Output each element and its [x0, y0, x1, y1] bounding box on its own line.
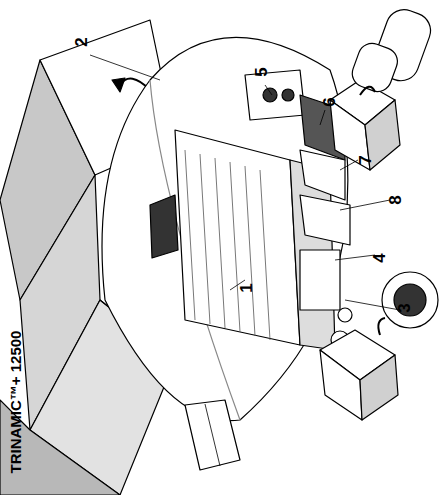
unit-ribs: [185, 150, 270, 340]
panel: [300, 250, 340, 310]
part-carton: [360, 355, 398, 420]
callout-number: 1: [237, 278, 257, 298]
intake-grille: [150, 195, 178, 258]
unit-body: [175, 130, 300, 345]
hose-part: [348, 39, 401, 95]
callout-number: 5: [252, 62, 272, 82]
callout-number: 7: [356, 150, 376, 170]
callout-number: 8: [386, 190, 406, 210]
filter-part: [382, 272, 438, 328]
arrow-head: [112, 78, 125, 92]
part-carton: [320, 350, 362, 420]
accessory-box: [300, 150, 345, 200]
accessory-box: [245, 70, 305, 120]
accessory-box: [300, 195, 350, 245]
callout-number: 6: [320, 92, 340, 112]
callout-number: 3: [395, 298, 415, 318]
callout-number: 4: [370, 248, 390, 268]
manual-booklet: [185, 400, 240, 470]
product-title: TRINAMIC™+ 12500: [7, 304, 24, 474]
leader-lines: [90, 55, 400, 310]
knob: [338, 308, 352, 322]
callout-number: 2: [72, 32, 92, 52]
